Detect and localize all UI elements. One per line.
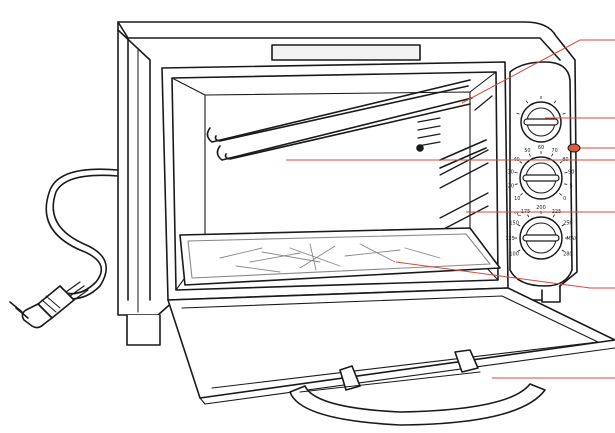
timer-dial-tick bbox=[514, 171, 518, 174]
timer-dial-tick bbox=[519, 161, 523, 164]
timer-dial-mark-label: 50 bbox=[524, 148, 530, 154]
timer-dial-tick bbox=[551, 153, 554, 157]
function-selector-dial-tick bbox=[562, 112, 566, 115]
tray-pattern bbox=[219, 243, 441, 273]
timer-dial-tick bbox=[559, 193, 562, 196]
thermostat-dial-tick bbox=[527, 214, 530, 218]
timer-dial-mark-label: 70 bbox=[551, 148, 557, 154]
right-foot bbox=[541, 285, 561, 303]
oven-top bbox=[117, 21, 561, 61]
thermostat-dial-mark-label: 150 bbox=[509, 221, 519, 227]
thermostat-dial-mark-label: 100 bbox=[509, 252, 519, 258]
timer-dial-tick bbox=[564, 183, 568, 185]
left-foot bbox=[126, 314, 161, 346]
rack-rail-mid2 bbox=[439, 162, 489, 189]
inner-vent-slots bbox=[417, 117, 441, 147]
thermostat-dial-grip bbox=[522, 234, 560, 242]
function-selector-dial-tick bbox=[525, 100, 529, 104]
thermostat-dial-unit: °C bbox=[514, 211, 521, 218]
lower-heating-element bbox=[439, 139, 487, 169]
thermostat-dial-mark-label: 280 bbox=[563, 252, 573, 258]
rack-rail-mid bbox=[439, 149, 489, 176]
thermostat-dial-mark-label: MAX bbox=[566, 236, 578, 242]
timer-dial-mark-label: 0 bbox=[563, 196, 566, 202]
timer-dial-tick bbox=[528, 153, 531, 157]
timer-dial-tick bbox=[520, 193, 523, 196]
thermostat-dial-tick bbox=[552, 214, 555, 218]
power-plug bbox=[9, 281, 89, 329]
rack-rail-low2 bbox=[439, 205, 489, 232]
timer-dial-mark-label: 20 bbox=[508, 183, 514, 189]
timer-dial-mark-label: 90 bbox=[568, 170, 574, 176]
function-selector-dial[interactable] bbox=[516, 96, 566, 143]
thermostat-dial-tick bbox=[517, 224, 521, 227]
timer-dial-tick bbox=[514, 183, 518, 185]
thermostat-dial-tick bbox=[561, 249, 565, 252]
timer-dial-grip bbox=[522, 174, 560, 182]
thermostat-dial-tick bbox=[561, 224, 565, 227]
thermostat-dial-mark-label: 250 bbox=[563, 221, 573, 227]
callout-baking-tray bbox=[395, 261, 615, 289]
rack-rail-low bbox=[439, 192, 489, 219]
oven-door[interactable] bbox=[167, 287, 615, 399]
rack-screw bbox=[416, 144, 424, 152]
function-selector-dial-tick bbox=[516, 112, 520, 115]
thermostat-dial-tick bbox=[517, 249, 521, 252]
function-selector-dial-tick bbox=[553, 100, 557, 104]
rack-rail-upper bbox=[474, 95, 493, 111]
baking-tray bbox=[179, 227, 501, 286]
side-panel bbox=[117, 29, 151, 301]
indicator-light bbox=[567, 143, 581, 153]
timer-dial-tick bbox=[559, 161, 563, 164]
timer-dial-mark-label: 30 bbox=[507, 170, 513, 176]
thermostat-dial-mark-label: 125 bbox=[505, 236, 515, 242]
timer-dial-tick bbox=[564, 171, 568, 174]
timer-dial-mark-label: 60 bbox=[538, 145, 544, 151]
timer-dial-mark-label: 5 bbox=[569, 183, 572, 189]
power-cord bbox=[45, 168, 119, 295]
callout-oven-interior bbox=[461, 39, 615, 104]
door-handle[interactable] bbox=[289, 383, 546, 426]
upper-heating-element bbox=[206, 79, 473, 161]
timer-dial-mark-label: 10 bbox=[514, 196, 520, 202]
top-vent bbox=[271, 44, 421, 61]
handle-bracket-right bbox=[454, 349, 479, 373]
function-selector-dial-grip bbox=[523, 118, 559, 126]
handle-bracket-left bbox=[339, 365, 361, 391]
thermostat-dial-mark-label: 200 bbox=[536, 205, 546, 211]
